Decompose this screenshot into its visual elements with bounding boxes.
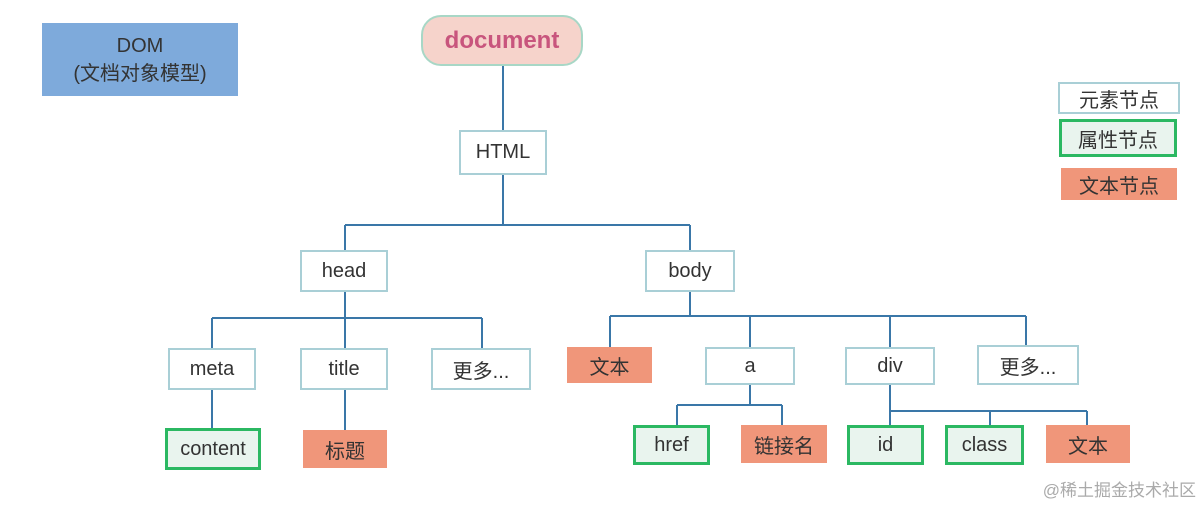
legend-text-node: 文本节点 <box>1061 168 1177 200</box>
connector-body-children <box>609 292 1027 347</box>
node-class: class <box>945 425 1024 465</box>
connector-div-children <box>889 385 1088 425</box>
connector-a-children <box>676 385 783 425</box>
node-title-text: 标题 <box>303 430 387 468</box>
node-href: href <box>633 425 710 465</box>
legend-element-node: 元素节点 <box>1058 82 1180 114</box>
node-div: div <box>845 347 935 385</box>
node-head-more: 更多... <box>431 348 531 390</box>
node-html: HTML <box>459 130 547 175</box>
node-meta: meta <box>168 348 256 390</box>
node-body-text: 文本 <box>567 347 652 383</box>
connector-head-children <box>211 292 483 348</box>
diagram-title: DOM (文档对象模型) <box>42 23 238 96</box>
node-a: a <box>705 347 795 385</box>
watermark: @稀土掘金技术社区 <box>1042 481 1196 500</box>
connector-html-children <box>344 175 691 250</box>
node-head: head <box>300 250 388 292</box>
node-body-more: 更多... <box>977 345 1079 385</box>
node-body: body <box>645 250 735 292</box>
node-content: content <box>165 428 261 470</box>
node-document: document <box>421 15 583 66</box>
legend-attribute-node: 属性节点 <box>1059 119 1177 157</box>
node-id: id <box>847 425 924 465</box>
node-link-name: 链接名 <box>741 425 827 463</box>
node-div-text: 文本 <box>1046 425 1130 463</box>
diagram-title-line2: (文档对象模型) <box>73 62 207 85</box>
node-title: title <box>300 348 388 390</box>
diagram-title-line1: DOM <box>116 34 164 57</box>
